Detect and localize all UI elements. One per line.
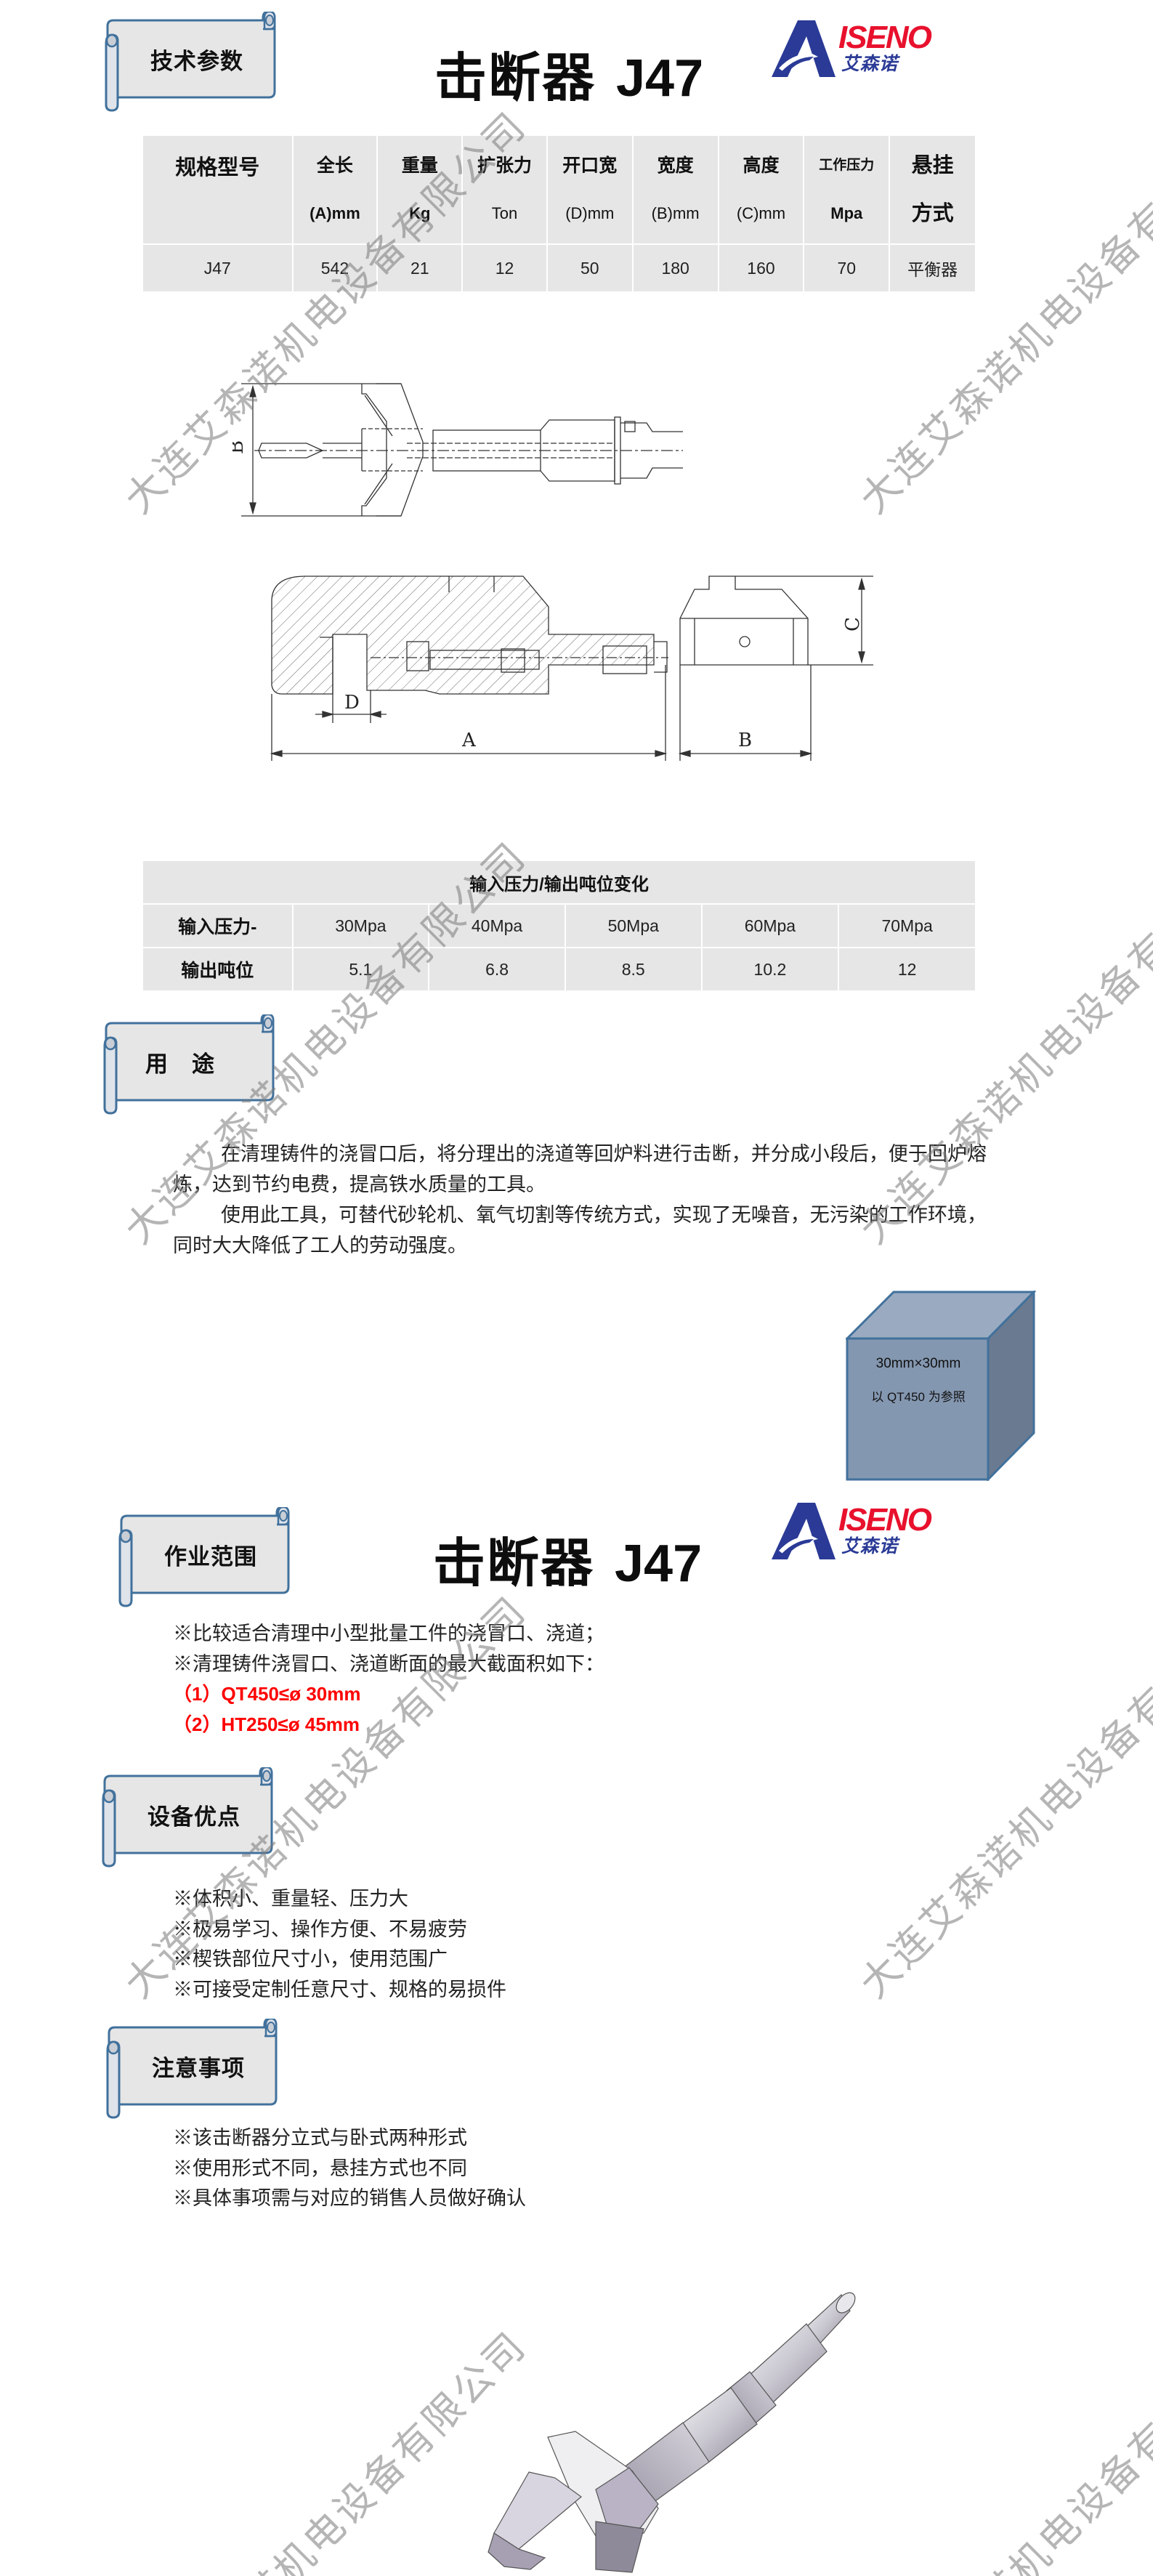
page-title-2: 击断器 J47: [433, 1520, 702, 1596]
logo-text-latin: ISENO: [838, 20, 932, 55]
title-model: J47: [616, 49, 704, 108]
spec-header-width: 宽度(B)mm: [631, 134, 719, 245]
pressure-cell: 70Mpa: [838, 903, 976, 948]
pressure-table-title-row: 输入压力/输出吨位变化: [142, 860, 976, 905]
list-item: ※极易学习、操作方便、不易疲劳: [173, 1918, 467, 1941]
tonnage-cell: 10.2: [700, 947, 840, 992]
watermark: 大连艾森诺机电设备有限公司: [851, 2322, 1153, 2576]
pressure-cell: 50Mpa: [564, 903, 703, 948]
dimension-label-c: C: [842, 617, 864, 631]
section-banner-advantages: 设备优点: [89, 1767, 280, 1868]
cube-size-label: 30mm×30mm: [875, 1356, 961, 1371]
dimension-label-a: A: [461, 730, 477, 751]
cross-section-reference-cube: 30mm×30mm 以 QT450 为参照: [846, 1291, 1036, 1481]
table-row: J47 542 21 12 50 180 160 70 平衡器: [142, 243, 976, 293]
input-pressure-label: 输入压力-: [142, 903, 294, 948]
spec-cell: J47: [142, 243, 294, 293]
spec-cell: 180: [631, 243, 719, 293]
spec-header-length: 全长(A)mm: [291, 134, 379, 245]
section-title: 作业范围: [164, 1543, 257, 1570]
list-item: ※可接受定制任意尺寸、规格的易损件: [173, 1978, 506, 2001]
title-product-name: 击断器: [433, 1532, 595, 1594]
section-banner-tech-params: 技术参数: [92, 12, 283, 112]
scope-limit-qt450: （1）QT450≤ø 30mm: [173, 1683, 361, 1705]
brand-logo: ISENO 艾森诺: [772, 19, 932, 78]
watermark: 大连艾森诺机电设备有限公司: [851, 1587, 1153, 2007]
spec-header-height: 高度(C)mm: [717, 134, 805, 245]
list-item: ※清理铸件浇冒口、浇道断面的最大截面积如下：: [173, 1652, 604, 1676]
brand-logo-2: ISENO 艾森诺: [772, 1501, 932, 1561]
scope-list: ※比较适合清理中小型批量工件的浇冒口、浇道； ※清理铸件浇冒口、浇道断面的最大截…: [173, 1619, 604, 1740]
spec-cell: 平衡器: [889, 243, 976, 293]
list-item: ※该击断器分立式与卧式两种形式: [173, 2127, 467, 2149]
logo-a-eagle-icon: [772, 20, 836, 77]
spec-header-model: 规格型号: [142, 134, 294, 245]
section-title: 注意事项: [152, 2055, 245, 2082]
usage-paragraph: 在清理铸件的浇冒口后，将分理出的浇道等回炉料进行击断，并分成小段后，便于回炉熔炼…: [173, 1143, 987, 1196]
table-row: 输出吨位 5.1 6.8 8.5 10.2 12: [142, 947, 976, 992]
spec-cell: 160: [717, 243, 805, 293]
dimension-label-b-side: B: [738, 730, 752, 751]
list-item: ※具体事项需与对应的销售人员做好确认: [173, 2187, 526, 2210]
table-row: 输入压力- 30Mpa 40Mpa 50Mpa 60Mpa 70Mpa: [142, 903, 976, 948]
logo-text-cn: 艾森诺: [841, 53, 899, 74]
scope-limit-ht250: （2）HT250≤ø 45mm: [173, 1713, 360, 1735]
tonnage-cell: 12: [838, 947, 976, 992]
section-view-drawing: D A C B: [270, 576, 873, 761]
section-banner-scope: 作业范围: [105, 1507, 297, 1607]
spec-cell: 70: [803, 243, 891, 293]
spec-cell: 12: [461, 243, 548, 293]
title-product-name: 击断器: [434, 47, 596, 108]
cube-icon: [846, 1291, 1036, 1481]
logo-text-latin: ISENO: [838, 1502, 932, 1538]
section-title: 设备优点: [147, 1804, 240, 1830]
tonnage-cell: 6.8: [428, 947, 566, 992]
logo-text-cn: 艾森诺: [841, 1535, 899, 1556]
tonnage-cell: 8.5: [564, 947, 703, 992]
section-title: 用 途: [145, 1051, 215, 1078]
output-tonnage-label: 输出吨位: [142, 947, 294, 992]
list-item: ※楔铁部位尺寸小，使用范围广: [173, 1948, 448, 1971]
spec-header-mount: 悬挂方式: [889, 134, 976, 245]
list-item: ※体积小、重量轻、压力大: [173, 1888, 408, 1910]
logo-a-eagle-icon: [772, 1503, 836, 1559]
spec-cell: 50: [546, 243, 634, 293]
section-banner-notes: 注意事项: [93, 2019, 285, 2119]
spec-header-opening: 开口宽(D)mm: [546, 134, 634, 245]
notes-list: ※该击断器分立式与卧式两种形式 ※使用形式不同，悬挂方式也不同 ※具体事项需与对…: [173, 2123, 526, 2214]
top-view-drawing: B: [232, 383, 683, 517]
list-item: ※比较适合清理中小型批量工件的浇冒口、浇道；: [173, 1623, 604, 1645]
spec-cell: 542: [291, 243, 379, 293]
title-model: J47: [615, 1535, 703, 1593]
pressure-cell: 30Mpa: [291, 903, 430, 948]
usage-description: 在清理铸件的浇冒口后，将分理出的浇道等回炉料进行击断，并分成小段后，便于回炉熔炼…: [173, 1139, 987, 1261]
pressure-cell: 40Mpa: [428, 903, 566, 948]
dimension-label-d: D: [344, 692, 360, 714]
page-title: 击断器 J47: [434, 35, 703, 111]
product-3d-render: [488, 2292, 856, 2573]
list-item: ※使用形式不同，悬挂方式也不同: [173, 2157, 467, 2180]
pressure-table-title: 输入压力/输出吨位变化: [142, 860, 976, 905]
usage-paragraph: 使用此工具，可替代砂轮机、氧气切割等传统方式，实现了无噪音，无污染的工作环境，同…: [173, 1204, 987, 1257]
pressure-cell: 60Mpa: [700, 903, 840, 948]
section-title: 技术参数: [150, 48, 243, 75]
tonnage-cell: 5.1: [291, 947, 430, 992]
cube-reference-label: 以 QT450 为参照: [871, 1390, 966, 1404]
watermark: 大连艾森诺机电设备有限公司: [116, 2322, 535, 2576]
advantages-list: ※体积小、重量轻、压力大 ※极易学习、操作方便、不易疲劳 ※楔铁部位尺寸小，使用…: [173, 1884, 506, 2005]
spec-cell: 21: [376, 243, 464, 293]
dimension-label-b: B: [232, 440, 248, 454]
pressure-tonnage-table: 输入压力/输出吨位变化 输入压力- 30Mpa 40Mpa 50Mpa 60Mp…: [142, 860, 976, 992]
section-banner-usage: 用 途: [90, 1014, 282, 1115]
